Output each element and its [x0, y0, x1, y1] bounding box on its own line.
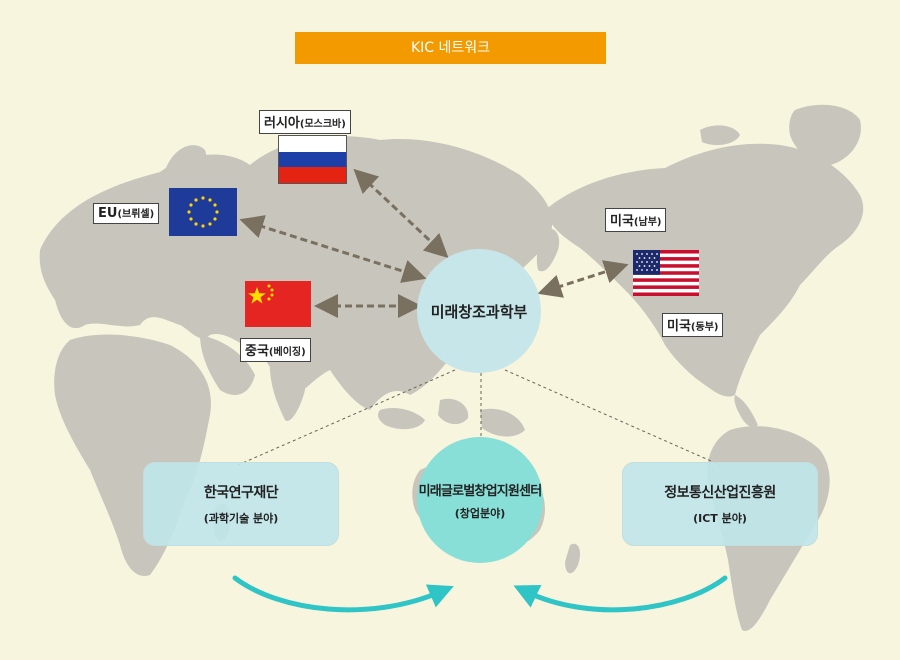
partner-field: (ICT 분야)	[693, 512, 747, 525]
usa-hub-arrow	[537, 260, 629, 298]
hub-node: 미래창조과학부	[417, 249, 541, 373]
location-name: 러시아	[264, 116, 300, 131]
global-center-node: 미래글로벌창업지원센터 (창업분야)	[417, 437, 543, 563]
russia-hub-arrow	[353, 168, 449, 259]
india-land	[269, 355, 305, 421]
partner-box-nipa: 정보통신산업진흥원 (ICT 분야)	[622, 462, 818, 546]
north-america-land	[545, 143, 864, 397]
location-label-china: 중국(베이징)	[240, 338, 311, 362]
network-title: KIC 네트워크	[410, 40, 491, 56]
location-label-russia: 러시아(모스크바)	[259, 110, 351, 134]
new-guinea-land	[480, 408, 525, 437]
location-label-usa-south: 미국(남부)	[605, 208, 667, 232]
hub-nipa-link	[504, 369, 721, 466]
borneo-land	[438, 398, 469, 425]
nrf-to-center-curve-arrow	[232, 575, 454, 613]
new-zealand-land	[565, 543, 581, 574]
location-name: 미국	[610, 214, 634, 229]
location-city: (베이징)	[268, 347, 306, 358]
global-center-name: 미래글로벌창업지원센터	[418, 483, 543, 499]
location-city: (남부)	[633, 217, 662, 228]
eu-hub-arrow	[239, 215, 427, 283]
partner-name: 정보통신산업진흥원	[664, 485, 776, 501]
location-city: (동부)	[690, 322, 719, 333]
arctic-island-land	[700, 125, 740, 146]
sumatra-land	[377, 408, 425, 430]
location-name: 미국	[667, 319, 691, 334]
hub-nrf-link	[237, 369, 456, 466]
location-city: (브뤼셀)	[117, 209, 155, 220]
location-label-usa-east: 미국(동부)	[662, 313, 724, 337]
greenland-land	[789, 104, 861, 165]
location-name: EU	[98, 206, 118, 221]
nipa-to-center-curve-arrow	[513, 575, 728, 613]
partner-name: 한국연구재단	[203, 485, 279, 501]
partner-box-nrf: 한국연구재단 (과학기술 분야)	[143, 462, 339, 546]
location-city: (모스크바)	[299, 119, 346, 130]
flag-usa-icon	[633, 250, 699, 296]
flag-china-icon	[245, 281, 311, 327]
hub-name: 미래창조과학부	[430, 302, 528, 321]
scandinavia-land	[165, 145, 207, 190]
location-name: 중국	[245, 344, 269, 359]
partner-field: (과학기술 분야)	[203, 512, 279, 525]
location-label-eu: EU(브뤼셀)	[93, 203, 160, 224]
central-america-land	[734, 395, 758, 427]
flag-eu-icon	[169, 188, 237, 236]
arabia-land	[200, 335, 255, 395]
network-title-bar: KIC 네트워크	[295, 32, 606, 64]
flag-russia-icon	[278, 135, 347, 184]
global-center-field: (창업분야)	[454, 506, 506, 520]
